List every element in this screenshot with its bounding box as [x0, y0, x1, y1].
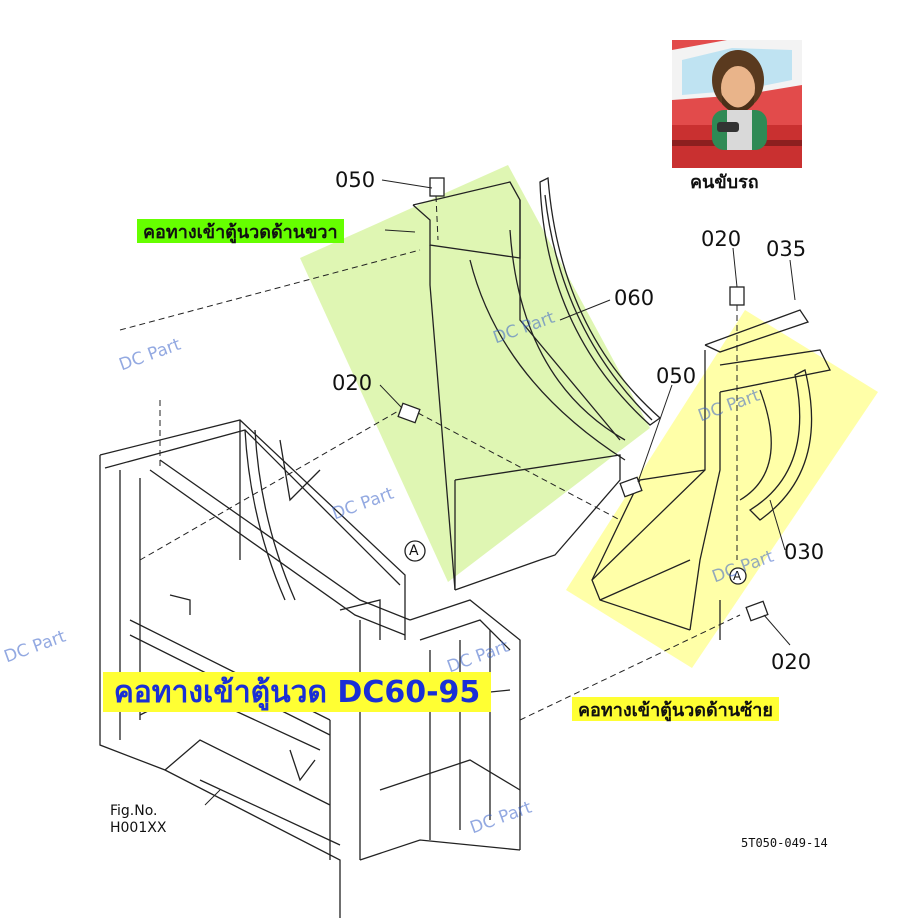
- driver-caption: คนขับรถ: [690, 172, 759, 193]
- part-number-050-right: 050: [656, 364, 697, 388]
- right-chute-highlight: [300, 165, 650, 582]
- part-number-035: 035: [766, 237, 807, 261]
- left-chute-tag: คอทางเข้าตู้นวดด้านซ้าย: [572, 697, 779, 721]
- driver-cartoon-icon: [672, 40, 802, 168]
- figure-number-value: H001XX: [110, 820, 167, 836]
- drawing-code: 5T050-049-14: [741, 836, 828, 850]
- bolts: [397, 177, 769, 622]
- assembly-lines: [119, 195, 741, 721]
- bolt-020-top-right: [729, 286, 745, 306]
- diagram-title: คอทางเข้าตู้นวด DC60-95: [103, 672, 491, 712]
- left-chute-part: [591, 309, 831, 640]
- bolt-050-top: [429, 177, 445, 197]
- part-number-020-bottom-right: 020: [771, 650, 812, 674]
- bolt-020-bottom-right: [745, 600, 769, 622]
- part-number-020-top-right: 020: [701, 227, 742, 251]
- marker-a1: A: [409, 543, 419, 559]
- marker-a1-circle: [404, 540, 426, 562]
- leader-lines: [204, 179, 796, 806]
- bolt-020-left: [397, 402, 421, 424]
- marker-a2: A: [733, 569, 742, 583]
- bolt-050-right: [619, 476, 643, 498]
- part-number-020-left: 020: [332, 371, 373, 395]
- marker-a2-circle: [729, 567, 747, 585]
- figure-number-label: Fig.No.: [110, 803, 158, 819]
- part-number-030: 030: [784, 540, 825, 564]
- part-number-060: 060: [614, 286, 655, 310]
- left-chute-highlight: [566, 310, 878, 668]
- right-chute-tag: คอทางเข้าตู้นวดด้านขวา: [137, 219, 344, 243]
- right-chute-part: [412, 176, 662, 591]
- part-number-050-top: 050: [335, 168, 376, 192]
- figure-number: Fig.No. H001XX: [110, 803, 166, 837]
